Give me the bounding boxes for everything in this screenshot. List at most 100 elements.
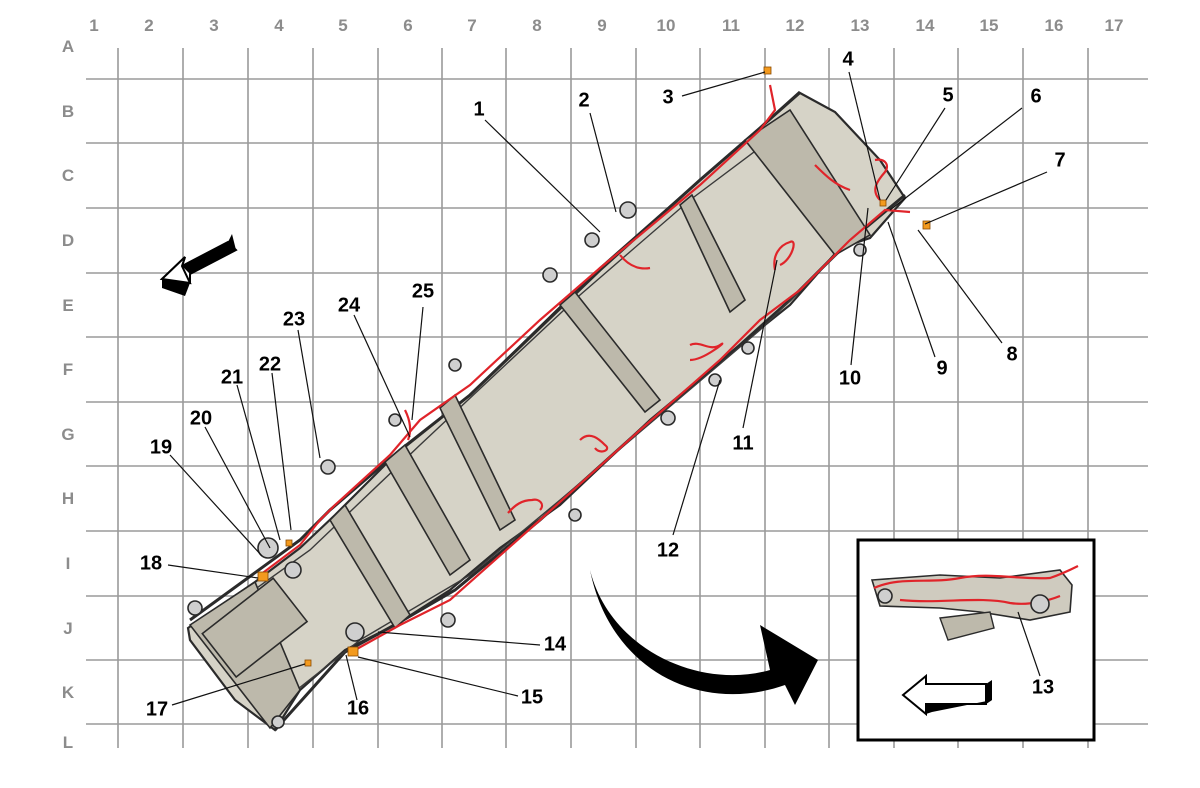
- grid-row-label: I: [66, 554, 71, 573]
- callout-19: 19: [150, 436, 172, 458]
- leader-16: [345, 654, 358, 701]
- callout-2: 2: [578, 89, 589, 111]
- leader-4: [848, 71, 881, 201]
- grid-column-label: 7: [467, 16, 476, 35]
- inset-mount: [877, 588, 893, 604]
- leader-23: [297, 329, 321, 459]
- body-mount: [320, 459, 336, 475]
- inset-harness: [873, 565, 1079, 589]
- body-mount: [660, 410, 676, 426]
- callout-18: 18: [140, 552, 162, 574]
- connector: [257, 571, 269, 582]
- callout-25: 25: [412, 280, 434, 302]
- leader-18: [167, 564, 259, 579]
- leader-5: [885, 107, 946, 201]
- grid-column-label: 2: [144, 16, 153, 35]
- leader-9: [887, 221, 936, 358]
- body-mount: [345, 622, 365, 642]
- crossmember-2: [383, 443, 472, 577]
- connector: [922, 220, 931, 230]
- connectors: [257, 66, 931, 667]
- curved-rotation-arrow-icon: [590, 570, 818, 705]
- leader-20: [204, 426, 271, 549]
- leader-1: [484, 119, 601, 233]
- connector: [879, 199, 887, 207]
- callout-17: 17: [146, 698, 168, 720]
- frame-rail-left: [189, 90, 802, 622]
- branch-wire: [689, 342, 724, 362]
- leader-14: [377, 631, 541, 646]
- inset-frame-view: [870, 565, 1079, 641]
- body-mount: [708, 373, 722, 387]
- leader-8: [917, 229, 1003, 344]
- callout-1: 1: [473, 98, 484, 120]
- callout-24: 24: [338, 294, 361, 316]
- leader-6: [889, 107, 1023, 211]
- body-mount: [271, 715, 285, 729]
- grid-horizontal-lines: [86, 78, 1148, 725]
- leader-25: [411, 306, 424, 421]
- grid-column-label: 3: [209, 16, 218, 35]
- grid-row-label: D: [62, 231, 74, 250]
- body-mount: [448, 358, 462, 372]
- grid-column-label: 1: [89, 16, 98, 35]
- callout-12: 12: [657, 539, 679, 561]
- callout-20: 20: [190, 407, 212, 429]
- grid-row-label: K: [62, 683, 75, 702]
- connector: [763, 66, 772, 75]
- callout-7: 7: [1054, 149, 1065, 171]
- grid-column-label: 14: [916, 16, 935, 35]
- body-mount: [741, 341, 755, 355]
- body-mount: [440, 612, 456, 628]
- body-mount: [568, 508, 582, 522]
- callout-23: 23: [283, 308, 305, 330]
- frame-mounts: [187, 201, 867, 729]
- callout-3: 3: [662, 86, 673, 108]
- callout-14: 14: [544, 633, 567, 655]
- grid-column-label: 4: [274, 16, 284, 35]
- main-harness-right: [354, 208, 911, 651]
- grid-row-label: E: [62, 296, 73, 315]
- branch-wire: [773, 240, 795, 271]
- grid-row-label: C: [62, 166, 74, 185]
- grid-row-label: A: [62, 37, 74, 56]
- leader-7: [924, 171, 1048, 225]
- grid-column-label: 16: [1045, 16, 1064, 35]
- body-mount: [388, 413, 402, 427]
- body-mount: [257, 537, 279, 559]
- leader-19: [169, 454, 263, 557]
- grid-row-label: G: [61, 425, 74, 444]
- callout-21: 21: [221, 366, 243, 388]
- branch-wire: [507, 498, 544, 514]
- body-mount: [619, 201, 637, 219]
- body-mount: [584, 232, 600, 248]
- connector: [347, 646, 359, 657]
- branch-wire: [579, 434, 609, 453]
- grid-row-label: L: [63, 733, 73, 752]
- leader-17: [171, 663, 306, 706]
- grid-row-label: B: [62, 102, 74, 121]
- grid-row-label: H: [62, 489, 74, 508]
- leader-3: [681, 71, 766, 97]
- leader-21: [236, 384, 281, 541]
- grid-column-label: 5: [338, 16, 347, 35]
- front-direction-arrow-icon: [159, 234, 238, 296]
- body-mount: [284, 561, 302, 579]
- callout-16: 16: [347, 697, 369, 719]
- callout-8: 8: [1006, 343, 1017, 365]
- callout-labels: 1 2 3 4 5 6 7 8 9 10 11 12 13 14 15 16 1…: [140, 48, 1066, 720]
- branch-wire: [619, 254, 651, 270]
- grid-column-label: 12: [786, 16, 805, 35]
- branch-wire: [404, 409, 412, 441]
- crossmember-front: [743, 108, 872, 257]
- grid-column-label: 6: [403, 16, 412, 35]
- crossmember-4: [558, 290, 662, 414]
- grid-column-label: 9: [597, 16, 606, 35]
- body-mount: [542, 267, 558, 283]
- callout-4: 4: [842, 48, 854, 70]
- vehicle-frame: [186, 66, 931, 732]
- grid-column-label: 15: [980, 16, 999, 35]
- branch-wire: [874, 158, 889, 201]
- leader-11: [742, 259, 778, 429]
